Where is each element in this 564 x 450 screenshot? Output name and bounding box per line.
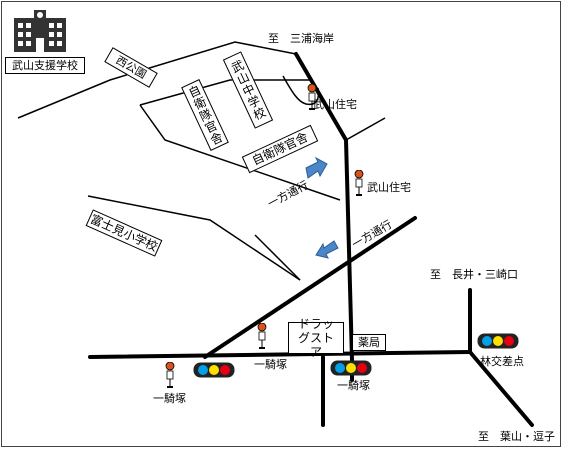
traffic-light-icon (477, 333, 519, 349)
road-elementary (87, 195, 301, 281)
traffic-light-icon (193, 362, 235, 378)
destination-east: 至 長井・三崎口 (430, 268, 518, 281)
bus-stop-icon (354, 170, 364, 196)
destination-south: 至 葉山・逗子 (478, 430, 555, 443)
bus-stop-label-3: 一騎塚 (254, 358, 287, 371)
road-branch (254, 234, 301, 281)
bus-stop-icon (165, 362, 175, 388)
traffic-light-icon (330, 360, 372, 376)
drugstore-label: ドラッグストア (288, 317, 344, 359)
bus-stop-icon (257, 323, 267, 349)
signal-label-hayashi: 林交差点 (480, 355, 524, 368)
destination-north: 至 三浦海岸 (268, 32, 334, 45)
pharmacy-label: 薬局 (352, 334, 386, 351)
road-park-north (17, 41, 297, 119)
road-housing-east (345, 117, 386, 141)
bus-stop-label-2: 武山住宅 (367, 181, 411, 194)
road-housing-west (139, 104, 341, 201)
school-label: 武山支援学校 (5, 57, 85, 74)
bus-stop-label-1: 武山住宅 (313, 98, 357, 111)
bus-stop-label-4: 一騎塚 (153, 392, 186, 405)
one-way-arrow-icon (315, 240, 339, 259)
one-way-arrows (305, 156, 339, 259)
signal-label-ikkizuka: 一騎塚 (337, 379, 370, 392)
road-main-diagonal (203, 216, 417, 359)
one-way-arrow-icon (305, 156, 328, 179)
road-southeast (468, 350, 534, 427)
road-driveway (282, 75, 320, 106)
road-main-horizontal (88, 350, 472, 359)
school-building-icon (10, 8, 70, 54)
bus-stop-icon (307, 84, 317, 110)
